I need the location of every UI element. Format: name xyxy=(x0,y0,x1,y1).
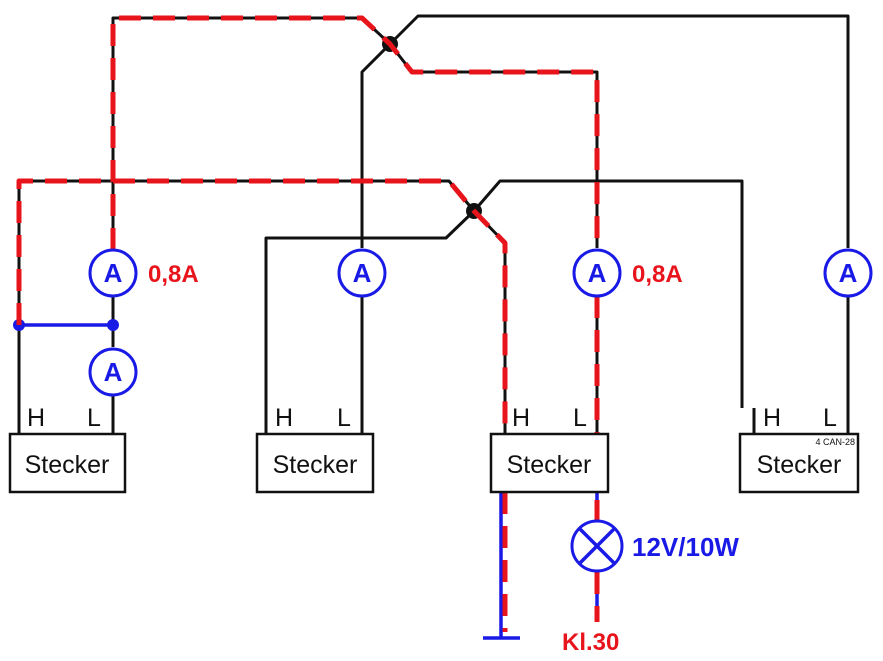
pin-l-label: L xyxy=(573,404,587,432)
ammeter-symbol: A xyxy=(353,258,372,288)
pin-h-label: H xyxy=(512,404,530,432)
connector-1: Stecker H L xyxy=(8,404,127,494)
bus-wires xyxy=(17,14,850,434)
connector-3: Stecker H L xyxy=(489,404,610,494)
connector-label: Stecker xyxy=(507,451,592,479)
ammeter-icon xyxy=(337,248,387,298)
current-label-1: 0,8A xyxy=(148,261,199,288)
fault-path-mid xyxy=(16,178,508,492)
connector-tag: 4 CAN-28 xyxy=(815,437,855,447)
pin-l-label: L xyxy=(337,404,351,432)
ammeter-icon xyxy=(572,248,622,298)
pin-l-label: L xyxy=(823,404,837,432)
connector-box xyxy=(489,432,610,494)
ammeter-symbol: A xyxy=(839,258,858,288)
connector-2: Stecker H L xyxy=(255,404,375,494)
ammeter-symbol: A xyxy=(104,357,123,387)
pin-h-label: H xyxy=(27,404,45,432)
lamp-cross-b xyxy=(577,526,617,566)
connector-label: Stecker xyxy=(273,451,358,479)
bridge-dot-right xyxy=(107,319,119,331)
ammeter-icon xyxy=(88,347,138,397)
pin-h-label: H xyxy=(275,404,293,432)
connector-4: Stecker H L 4 CAN-28 xyxy=(738,404,860,494)
ammeter-2: A xyxy=(88,347,138,397)
ammeter-5: A xyxy=(823,248,873,298)
pin-h-label: H xyxy=(763,404,781,432)
connector-box xyxy=(8,432,127,494)
ammeter-icon xyxy=(88,248,138,298)
wire-top-right xyxy=(360,14,850,248)
ammeter-3: A xyxy=(337,248,387,298)
terminal-label: Kl.30 xyxy=(562,629,619,656)
ammeter-1: A xyxy=(88,248,138,298)
connector-box xyxy=(255,432,375,494)
lamp-label: 12V/10W xyxy=(632,532,739,562)
pin-l-label: L xyxy=(87,404,101,432)
connector-box xyxy=(738,432,860,494)
wire-top-left xyxy=(111,16,599,250)
ammeter-4: A xyxy=(572,248,622,298)
lamp-icon xyxy=(570,519,624,573)
connector-label: Stecker xyxy=(757,451,842,479)
ammeter-symbol: A xyxy=(104,258,123,288)
current-label-2: 0,8A xyxy=(632,261,683,288)
ammeter-symbol: A xyxy=(588,258,607,288)
ammeter-icon xyxy=(823,248,873,298)
fault-path-top xyxy=(110,15,600,250)
connector-label: Stecker xyxy=(25,451,110,479)
